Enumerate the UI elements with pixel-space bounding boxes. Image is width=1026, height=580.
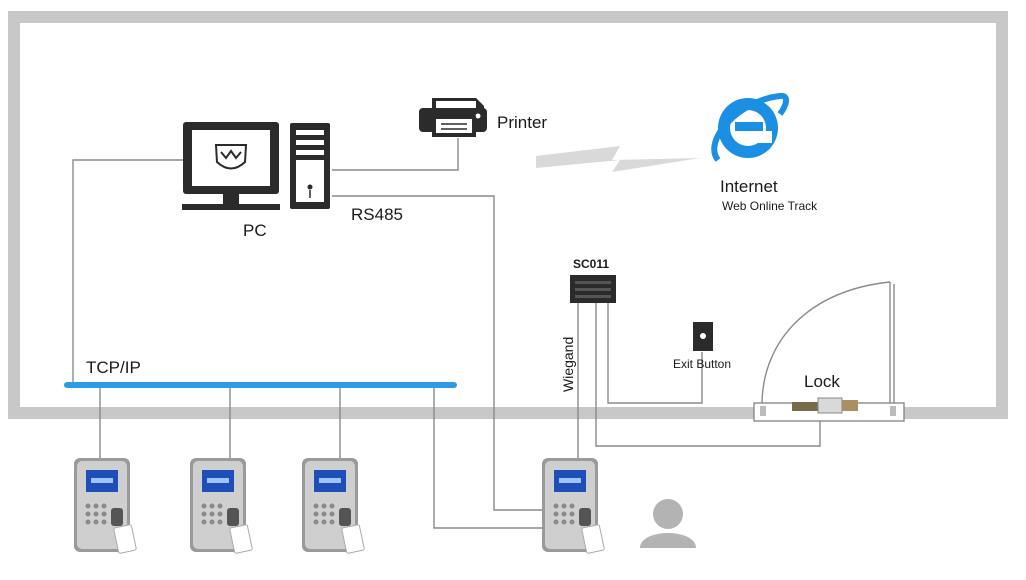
- web-online-track-label: Web Online Track: [722, 199, 818, 213]
- internet-label: Internet: [720, 177, 778, 196]
- controller-to-lock-wire: [595, 303, 821, 447]
- terminal-2: [190, 458, 253, 554]
- terminal-4: [542, 458, 605, 554]
- printer-icon: [419, 98, 487, 137]
- monitor-icon: [182, 122, 280, 210]
- fingerprint-terminal-icon: [74, 458, 605, 554]
- access-controller-icon: [570, 275, 616, 303]
- pc-to-printer-wire: [332, 138, 459, 171]
- pc-to-tcpip-wire: [72, 159, 183, 385]
- controller-to-exit-wire: [607, 303, 703, 404]
- sc011-label: SC011: [573, 257, 610, 271]
- door-lock-icon: [753, 281, 905, 422]
- exit-button-label: Exit Button: [673, 357, 732, 371]
- rs485-label: RS485: [351, 205, 403, 224]
- room-wall: [8, 11, 1008, 419]
- tcpip-drop-4: [433, 385, 542, 529]
- rs485-wire: [332, 195, 542, 511]
- lock-label: Lock: [804, 372, 840, 391]
- wiegand-label: Wiegand: [560, 336, 576, 392]
- wiring: [72, 138, 821, 529]
- computer-tower-icon: [290, 123, 330, 209]
- terminal-3: [302, 458, 365, 554]
- terminal-1: [74, 458, 137, 554]
- person-icon: [640, 499, 696, 548]
- wireless-lightning-icon: [536, 146, 700, 172]
- exit-button-icon: [693, 322, 713, 351]
- tcpip-label: TCP/IP: [86, 358, 141, 377]
- printer-label: Printer: [497, 113, 548, 132]
- pc-label: PC: [243, 221, 267, 240]
- internet-explorer-icon: [711, 93, 789, 162]
